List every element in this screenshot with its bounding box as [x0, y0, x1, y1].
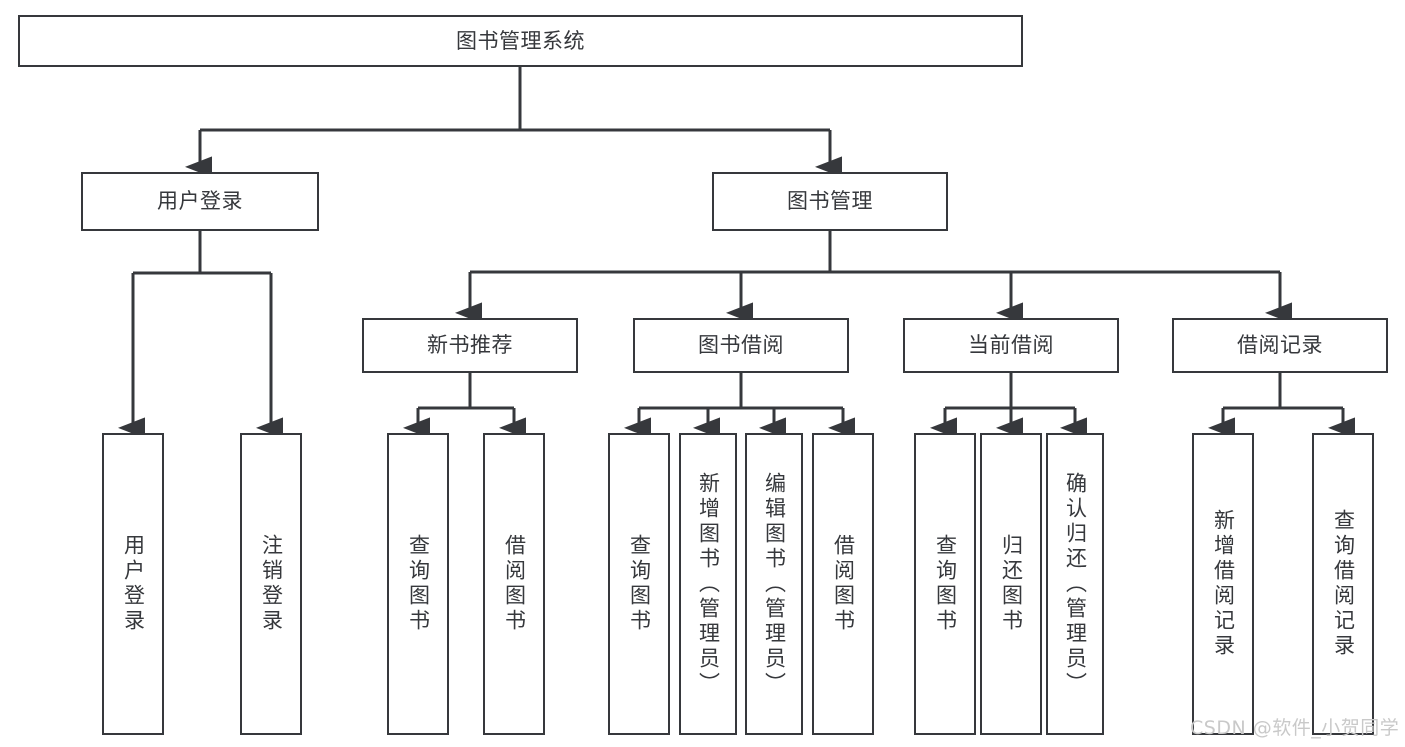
- node-leaf-borrow-book-new-label: 借阅图书: [502, 534, 527, 634]
- node-leaf-edit-book-admin[interactable]: 编辑图书（管理员）: [745, 433, 803, 735]
- node-user-login-label: 用户登录: [157, 189, 243, 214]
- node-new-book-recommend[interactable]: 新书推荐: [362, 318, 578, 373]
- node-leaf-user-login-label: 用户登录: [121, 534, 146, 634]
- node-leaf-borrow-book-new[interactable]: 借阅图书: [483, 433, 545, 735]
- node-book-borrow[interactable]: 图书借阅: [633, 318, 849, 373]
- node-leaf-borrow-book-label: 借阅图书: [831, 534, 856, 634]
- node-leaf-borrow-book[interactable]: 借阅图书: [812, 433, 874, 735]
- node-leaf-edit-book-admin-label: 编辑图书（管理员）: [762, 471, 787, 697]
- node-root-label: 图书管理系统: [456, 28, 585, 53]
- node-leaf-return-book[interactable]: 归还图书: [980, 433, 1042, 735]
- node-leaf-query-book-current[interactable]: 查询图书: [914, 433, 976, 735]
- node-leaf-query-book-borrow-label: 查询图书: [627, 534, 652, 634]
- node-leaf-add-borrow-record-label: 新增借阅记录: [1211, 509, 1236, 659]
- node-leaf-logout[interactable]: 注销登录: [240, 433, 302, 735]
- node-current-borrow-label: 当前借阅: [968, 333, 1054, 358]
- node-new-book-recommend-label: 新书推荐: [427, 333, 513, 358]
- csdn-watermark: CSDN @软件_小贺同学: [1190, 717, 1400, 739]
- node-book-management-label: 图书管理: [787, 189, 873, 214]
- node-leaf-user-login[interactable]: 用户登录: [102, 433, 164, 735]
- node-book-borrow-label: 图书借阅: [698, 333, 784, 358]
- node-leaf-query-borrow-record[interactable]: 查询借阅记录: [1312, 433, 1374, 735]
- node-leaf-query-borrow-record-label: 查询借阅记录: [1331, 509, 1356, 659]
- node-root[interactable]: 图书管理系统: [18, 15, 1023, 67]
- node-leaf-query-book-borrow[interactable]: 查询图书: [608, 433, 670, 735]
- node-leaf-confirm-return-admin[interactable]: 确认归还（管理员）: [1046, 433, 1104, 735]
- node-leaf-add-book-admin[interactable]: 新增图书（管理员）: [679, 433, 737, 735]
- node-current-borrow[interactable]: 当前借阅: [903, 318, 1119, 373]
- node-leaf-logout-label: 注销登录: [259, 534, 284, 634]
- node-leaf-query-book-new[interactable]: 查询图书: [387, 433, 449, 735]
- node-leaf-query-book-current-label: 查询图书: [933, 534, 958, 634]
- node-leaf-add-borrow-record[interactable]: 新增借阅记录: [1192, 433, 1254, 735]
- node-borrow-records[interactable]: 借阅记录: [1172, 318, 1388, 373]
- node-leaf-return-book-label: 归还图书: [999, 534, 1024, 634]
- node-leaf-query-book-new-label: 查询图书: [406, 534, 431, 634]
- node-user-login[interactable]: 用户登录: [81, 172, 319, 231]
- node-book-management[interactable]: 图书管理: [712, 172, 948, 231]
- node-borrow-records-label: 借阅记录: [1237, 333, 1323, 358]
- node-leaf-confirm-return-admin-label: 确认归还（管理员）: [1063, 471, 1088, 697]
- node-leaf-add-book-admin-label: 新增图书（管理员）: [696, 471, 721, 697]
